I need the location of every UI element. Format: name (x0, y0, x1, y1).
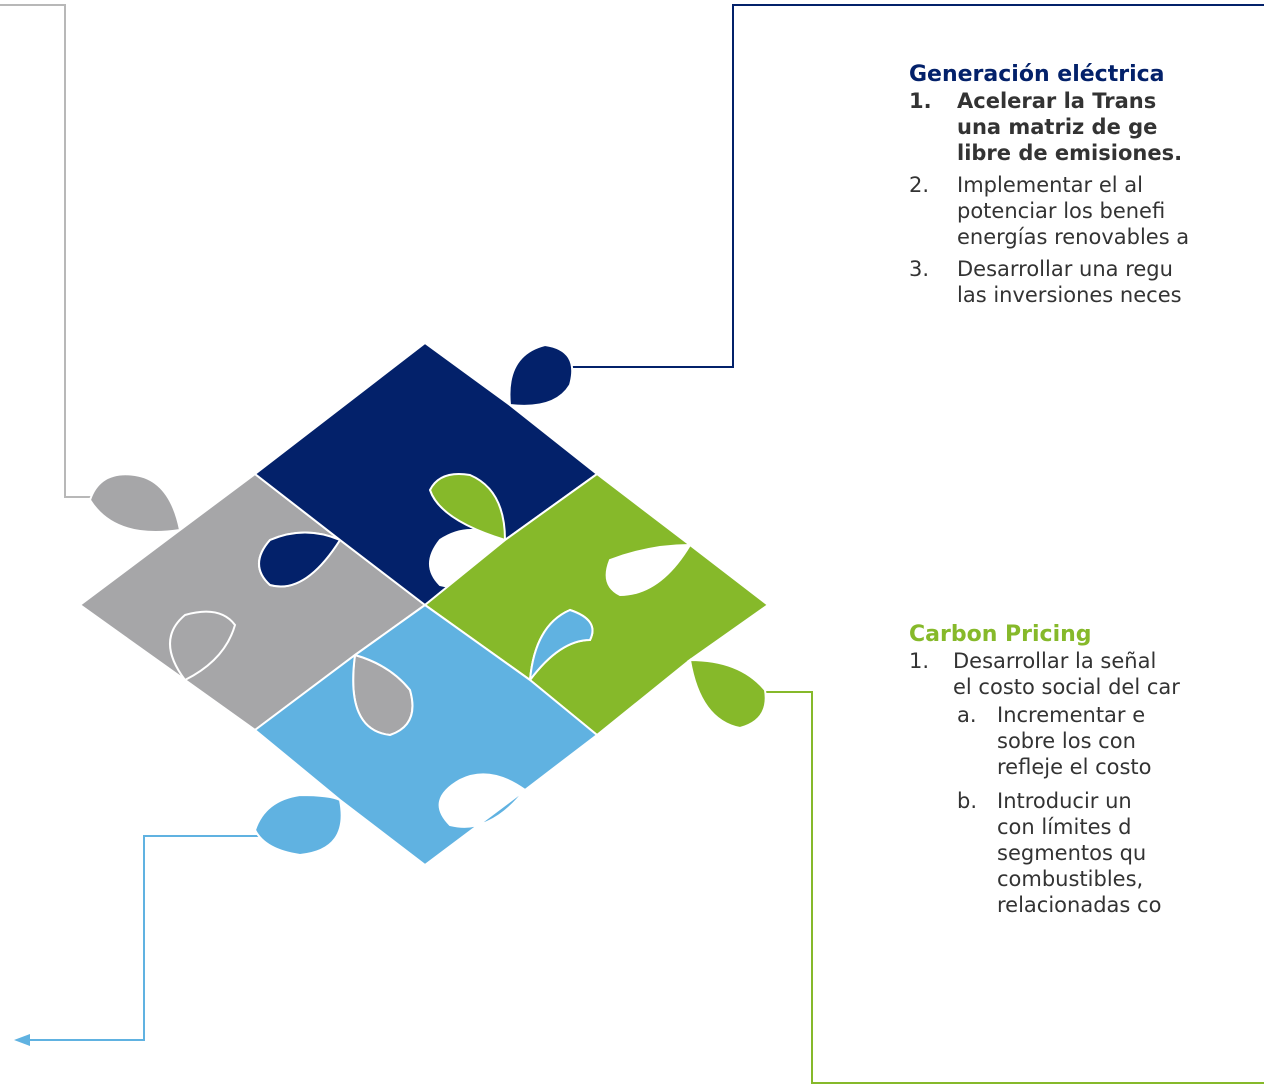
light-blue-connector-line (28, 835, 272, 1041)
item-number: 3. (909, 257, 930, 281)
item-text-line: Incrementar e (997, 703, 1146, 727)
item-text-line: las inversiones neces (957, 283, 1182, 307)
item-text-line: refleje el costo (997, 755, 1152, 779)
item-text-line: Acelerar la Trans (957, 89, 1157, 113)
item-text-line: potenciar los benefi (957, 199, 1166, 223)
item-number: b. (957, 789, 978, 813)
generacion-electrica-panel: Generación eléctrica 1. Acelerar la Trans… (909, 62, 1264, 308)
puzzle-piece-navy (253, 341, 599, 607)
arrowhead-icon (14, 1034, 30, 1046)
item-text-line: Desarrollar la señal (953, 649, 1157, 673)
navy-connector-line (565, 4, 1264, 368)
green-connector-line (755, 691, 1264, 1084)
item-text-line: Introducir un (997, 789, 1132, 813)
gray-connector-line (0, 4, 98, 498)
item-text-line: una matriz de ge (957, 115, 1158, 139)
item-number: 2. (909, 173, 930, 197)
item-text-line: libre de emisiones. (957, 141, 1183, 165)
generacion-heading: Generación eléctrica (909, 62, 1165, 87)
item-text-line: segmentos qu (997, 841, 1147, 865)
item-text-line: Desarrollar una regu (957, 257, 1173, 281)
item-number: 1. (909, 89, 932, 113)
item-text-line: el costo social del car (953, 675, 1180, 699)
item-number: 1. (909, 649, 930, 673)
item-text-line: con límites d (997, 815, 1132, 839)
item-text-line: Implementar el al (957, 173, 1143, 197)
item-text-line: relacionadas co (997, 893, 1162, 917)
carbon-heading: Carbon Pricing (909, 622, 1092, 647)
item-text-line: combustibles, (997, 867, 1144, 891)
item-number: a. (957, 703, 977, 727)
puzzle-piece-light-blue (253, 603, 599, 867)
item-text-line: sobre los con (997, 729, 1136, 753)
item-text-line: energías renovables a (957, 225, 1190, 249)
